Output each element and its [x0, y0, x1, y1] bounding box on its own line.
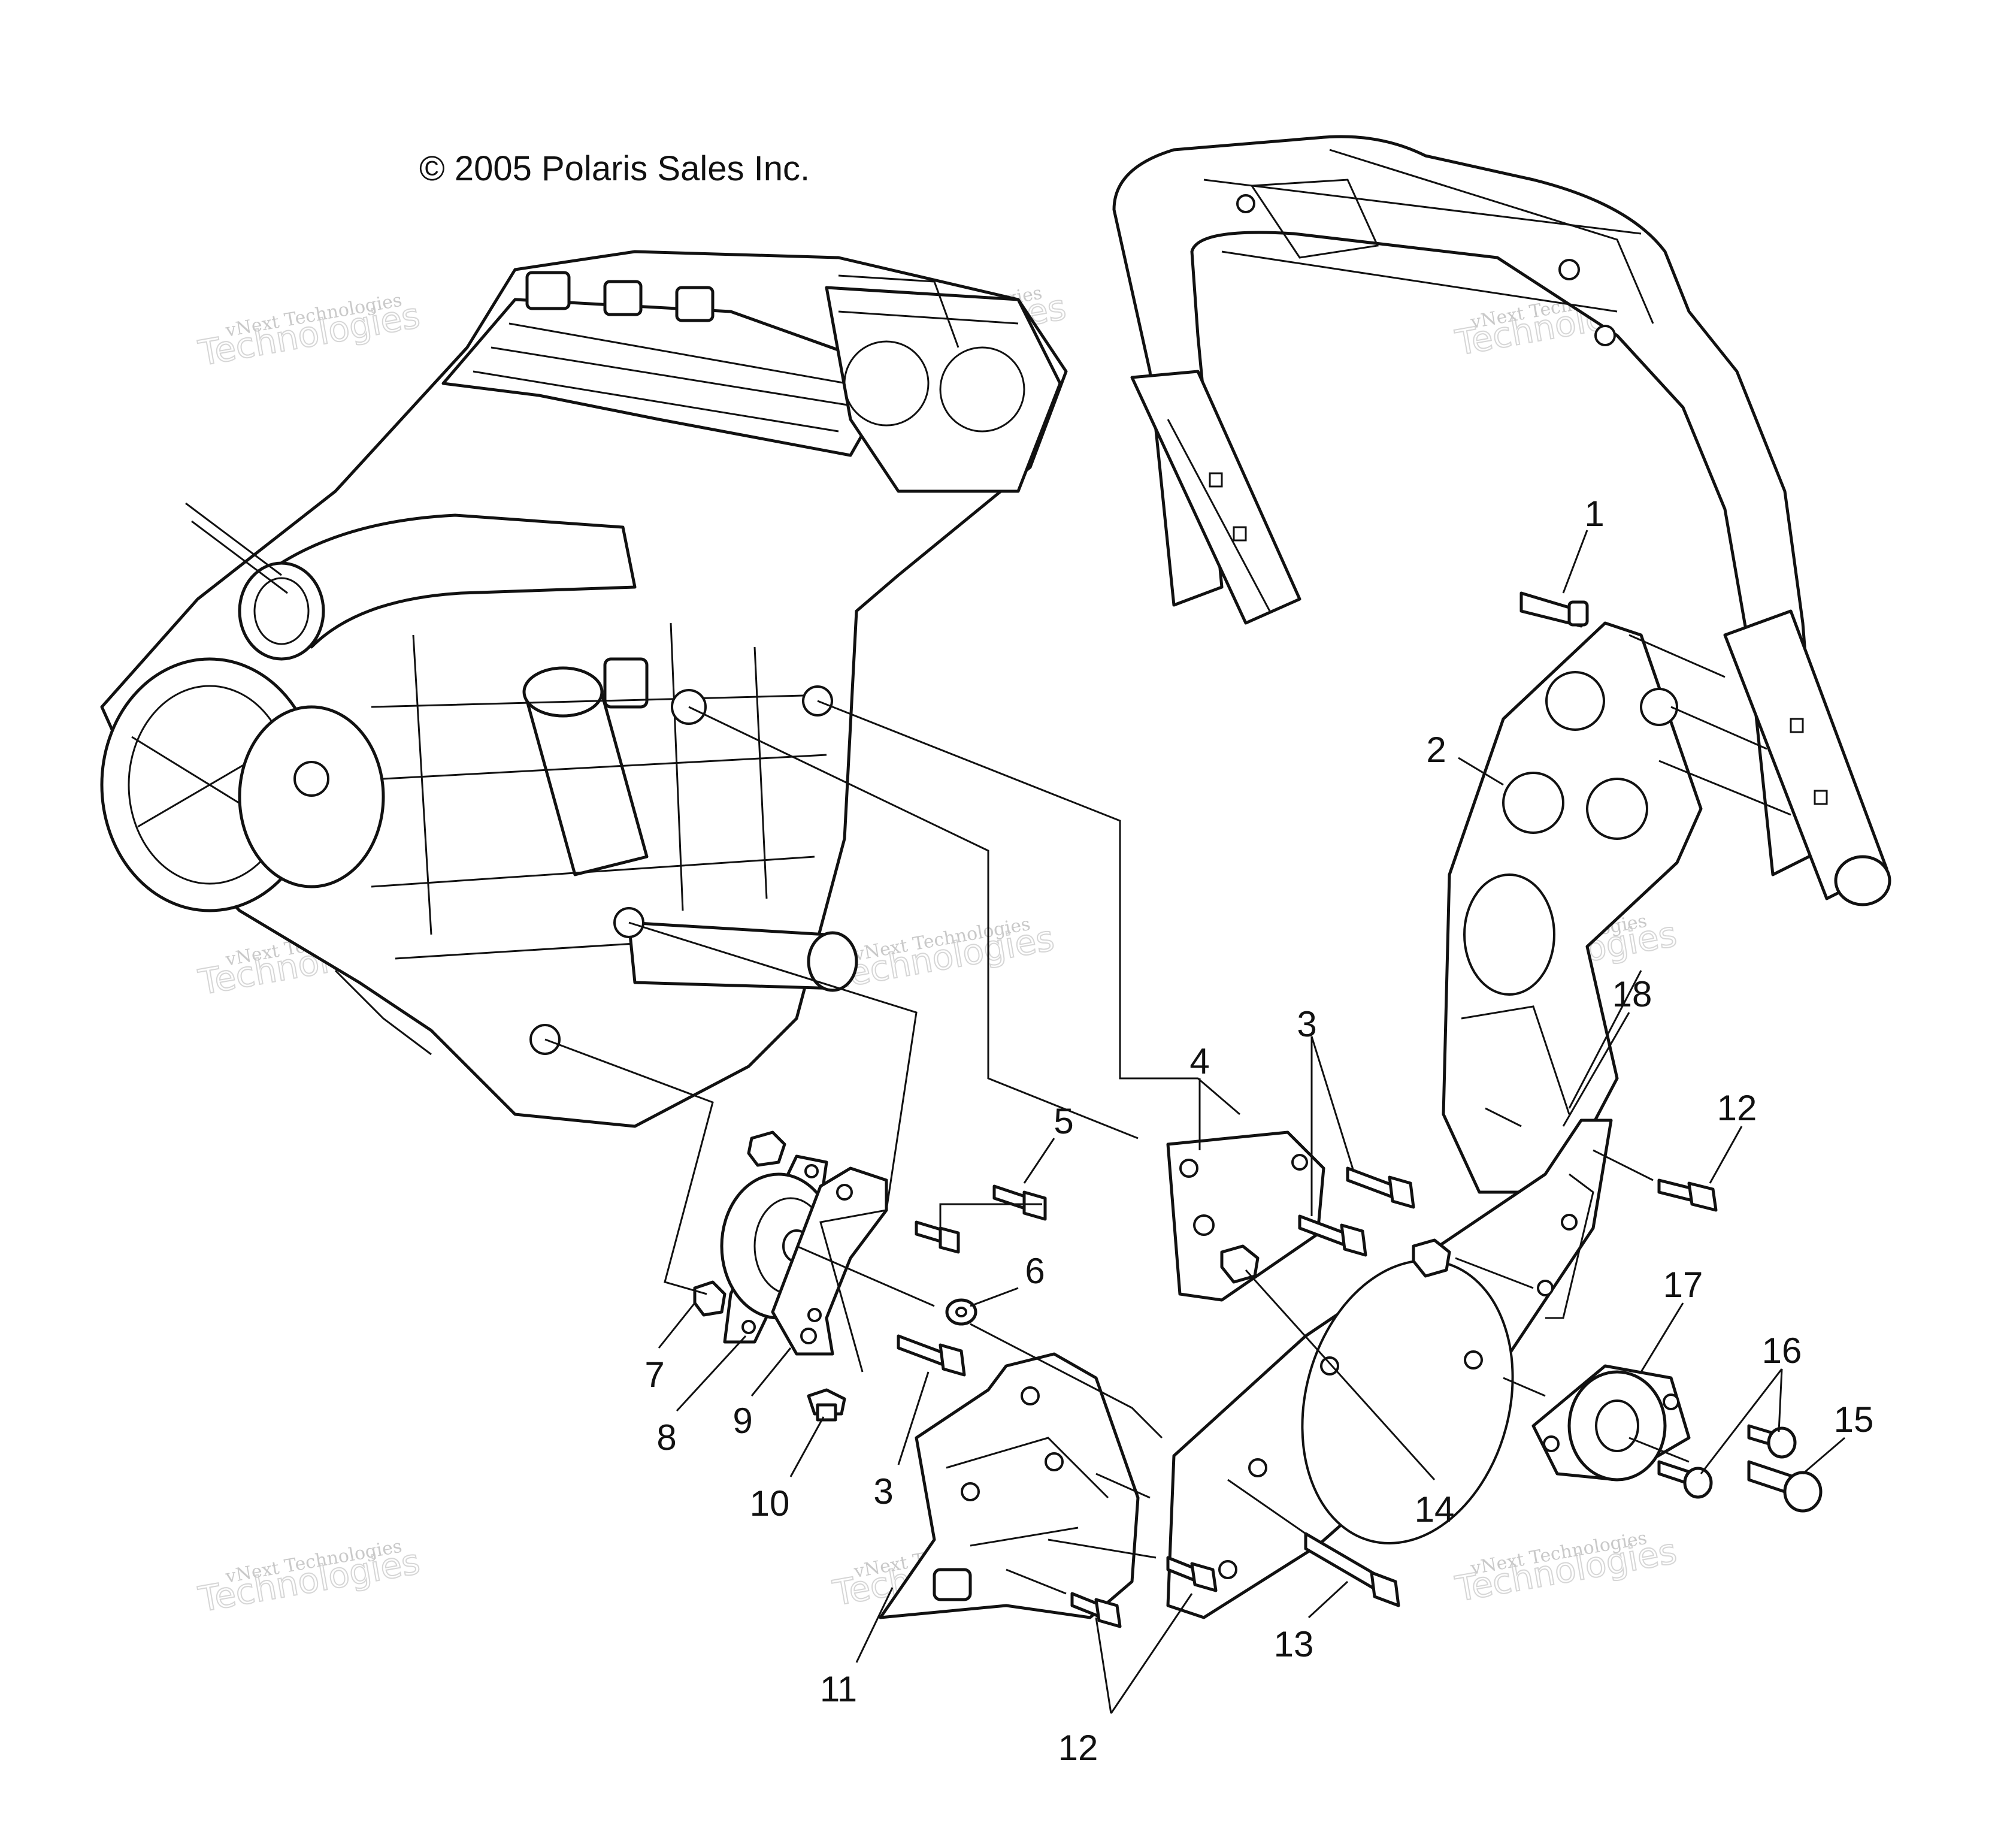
part-2-gusset-plate	[1442, 621, 1703, 1194]
callout-13: 13	[1274, 1624, 1314, 1664]
callout-9: 9	[732, 1401, 752, 1441]
part-12-bolt-upper	[1657, 1178, 1718, 1212]
callout-3-lower: 3	[873, 1471, 893, 1512]
callout-2: 2	[1426, 730, 1446, 770]
part-3-bolt-lower	[897, 1334, 966, 1377]
part-13-bolt	[1304, 1532, 1400, 1607]
callout-10: 10	[750, 1483, 790, 1523]
callout-4: 4	[1189, 1041, 1209, 1081]
assembly-lines	[544, 634, 1791, 1595]
part-10-bolt	[807, 1388, 846, 1422]
callout-1: 1	[1584, 494, 1604, 534]
part-6-washer	[945, 1298, 977, 1326]
callout-labels: 1 2 3 4 5 6 7 8 9 10 3 11 12 12 13 14 15…	[644, 494, 1873, 1768]
part-11-bracket	[879, 1352, 1140, 1619]
part-17-engine-mount	[1531, 1364, 1691, 1482]
part-16-bolt-a	[1747, 1424, 1797, 1459]
callout-12-lower: 12	[1058, 1728, 1098, 1768]
bolt-part-9-upper	[915, 1220, 960, 1254]
watermark-5: Technologies vNext Technologies	[829, 914, 1058, 997]
callout-14: 14	[1415, 1489, 1455, 1529]
part-3-bolt-upper	[1346, 1166, 1415, 1209]
part-16-bolt-b	[1657, 1460, 1713, 1499]
callout-17: 17	[1663, 1265, 1703, 1305]
frame-illustration	[1112, 135, 1891, 906]
callout-7: 7	[644, 1355, 664, 1395]
callout-12-upper: 12	[1717, 1088, 1757, 1128]
callout-3-upper: 3	[1297, 1004, 1316, 1044]
callout-18: 18	[1612, 974, 1652, 1014]
watermark-1: Technologies vNext Technologies	[195, 290, 423, 374]
watermark-7: Technologies vNext Technologies	[195, 1536, 423, 1621]
callout-11: 11	[820, 1669, 857, 1709]
callout-16: 16	[1762, 1331, 1802, 1371]
watermark-9: Technologies vNext Technologies	[1452, 1528, 1681, 1610]
callout-8: 8	[656, 1417, 676, 1458]
part-3-bolt-middle	[1298, 1214, 1367, 1257]
callout-15: 15	[1834, 1399, 1874, 1440]
copyright-text: © 2005 Polaris Sales Inc.	[419, 149, 810, 188]
callout-leaders	[658, 530, 1845, 1714]
part-15-bolt	[1747, 1460, 1823, 1513]
part-1-pin	[1519, 591, 1589, 628]
nut-on-plate	[1412, 1238, 1451, 1278]
callout-5: 5	[1054, 1101, 1073, 1141]
part-5-bolt	[992, 1184, 1047, 1221]
part-12-bolt-lower-b	[1070, 1592, 1122, 1628]
part-4-bracket	[1166, 1130, 1325, 1302]
part-12-bolt-lower-a	[1166, 1556, 1218, 1592]
part-7-nut	[693, 1280, 727, 1317]
callout-6: 6	[1025, 1251, 1045, 1291]
